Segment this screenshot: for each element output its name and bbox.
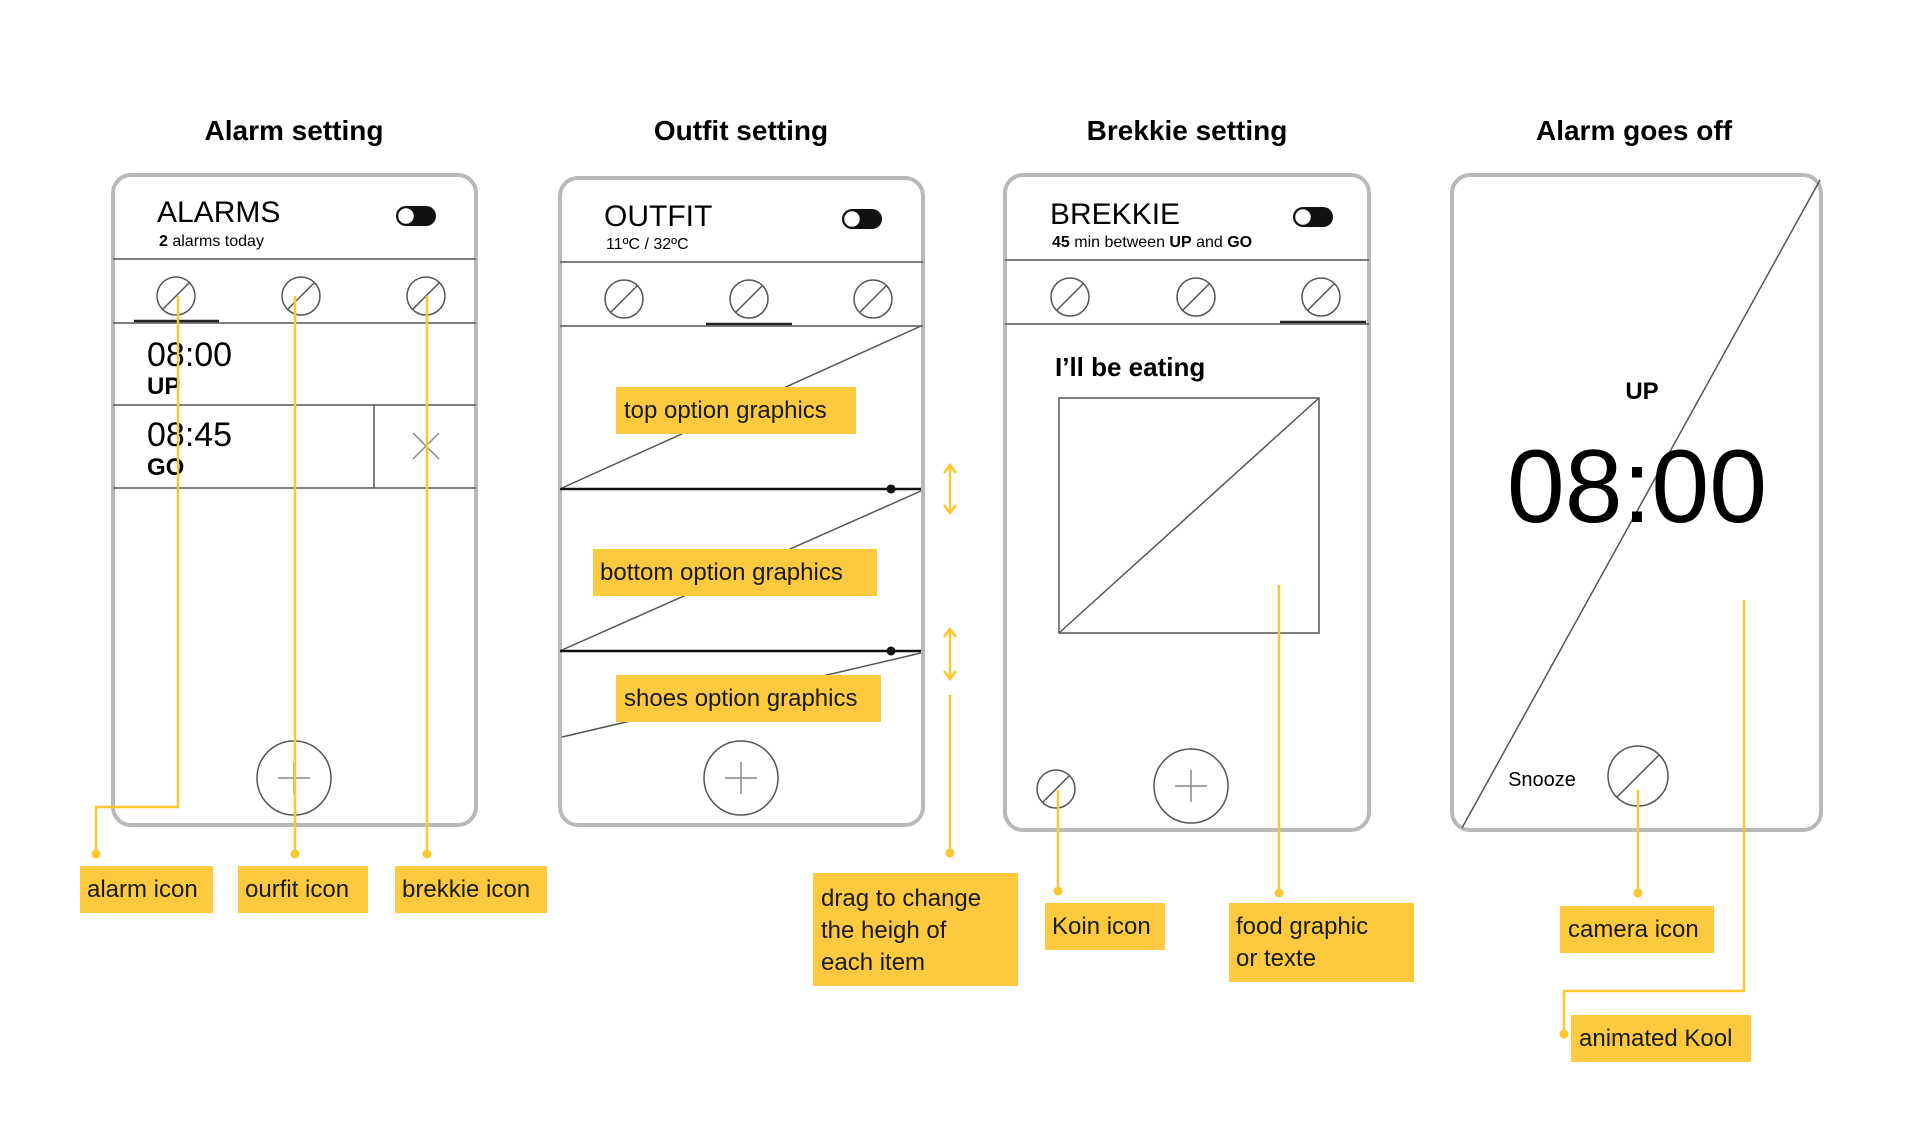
phone-frame	[1450, 173, 1823, 832]
annotation-text: or texte	[1236, 945, 1316, 972]
food-graphic-placeholder	[1058, 397, 1320, 634]
brekkie-subtitle: 45 min between UP and GO	[1052, 234, 1252, 251]
alarm-icon[interactable]	[156, 276, 196, 316]
phone-alarm-goes-off: UP 08:00 Snooze	[1450, 173, 1823, 832]
subtitle-and: and	[1192, 234, 1228, 251]
annotation-animated-kool: animated Kool	[1571, 1015, 1751, 1062]
alarms-subtitle: 2 alarms today	[159, 233, 264, 250]
annotation-bottom-option: bottom option graphics	[593, 549, 877, 596]
annotation-leaders	[91, 296, 1746, 1039]
outfit-title: OUTFIT	[604, 200, 712, 233]
phone-frame	[558, 176, 925, 827]
drag-arrow-2	[943, 626, 957, 682]
column-title-brekkie-setting: Brekkie setting	[1087, 115, 1288, 146]
annotation-text: bottom option graphics	[600, 559, 843, 586]
animated-kool-placeholder	[1461, 179, 1821, 829]
annotation-camera-icon: camera icon	[1560, 906, 1714, 953]
alarm-count-suffix: alarms today	[168, 233, 264, 250]
alarm-count: 2	[159, 233, 168, 250]
column-title-alarm-setting: Alarm setting	[205, 115, 384, 146]
eating-heading: I’ll be eating	[1055, 352, 1205, 382]
annotation-text: camera icon	[1568, 916, 1699, 943]
outfit-icon[interactable]	[1176, 277, 1216, 317]
annotation-food-graphic: food graphic or texte	[1229, 903, 1414, 982]
phone-outfit-setting: OUTFIT 11ºC / 32ºC	[558, 176, 925, 827]
subtitle-go: GO	[1227, 234, 1252, 251]
subtitle-up: UP	[1169, 234, 1192, 251]
drag-handle-2[interactable]	[886, 646, 896, 656]
annotation-text: brekkie icon	[402, 876, 530, 903]
phone-brekkie-setting: BREKKIE 45 min between UP and GO I’ll be…	[1003, 173, 1371, 832]
column-title-alarm-goes-off: Alarm goes off	[1536, 115, 1733, 146]
alarm-icon[interactable]	[604, 279, 644, 319]
alarm-icon[interactable]	[1050, 277, 1090, 317]
annotation-text: drag to change	[821, 885, 981, 912]
alarm-label: UP	[147, 373, 180, 400]
annotation-drag: drag to change the heigh of each item	[813, 873, 1018, 986]
outfit-icon[interactable]	[729, 279, 769, 319]
column-title-outfit-setting: Outfit setting	[654, 115, 828, 146]
annotation-alarm-icon: alarm icon	[80, 866, 213, 913]
annotation-koin-icon: Koin icon	[1045, 903, 1165, 950]
add-food-button[interactable]	[1153, 748, 1229, 824]
outfit-icon[interactable]	[281, 276, 321, 316]
temperature-range: 11ºC / 32ºC	[606, 236, 689, 253]
alarms-toggle[interactable]	[396, 206, 436, 226]
brekkie-icon[interactable]	[853, 279, 893, 319]
annotation-brekkie-icon: brekkie icon	[395, 866, 547, 913]
alarm-time: 08:00	[147, 336, 232, 374]
annotation-top-option: top option graphics	[616, 387, 856, 434]
alarm-row-up[interactable]: 08:00 UP	[147, 336, 232, 400]
alarms-title: ALARMS	[157, 196, 280, 229]
annotation-text: Koin icon	[1052, 913, 1151, 940]
alarm-time: 08:45	[147, 416, 232, 454]
drag-handle-1[interactable]	[886, 484, 896, 494]
annotation-text: food graphic	[1236, 913, 1368, 940]
annotation-text: top option graphics	[624, 397, 827, 424]
annotation-text: each item	[821, 949, 925, 976]
annotation-outfit-icon: ourfit icon	[238, 866, 368, 913]
annotation-shoes-option: shoes option graphics	[616, 675, 881, 722]
snooze-button[interactable]: Snooze	[1508, 769, 1576, 791]
subtitle-text: min between	[1070, 234, 1170, 251]
drag-arrow-1	[943, 462, 957, 516]
annotation-text: the heigh of	[821, 917, 947, 944]
koin-icon[interactable]	[1036, 769, 1076, 809]
alarm-big-time: 08:00	[1507, 429, 1767, 545]
alarm-row-go[interactable]: 08:45 GO	[147, 416, 232, 481]
outfit-toggle[interactable]	[842, 209, 882, 229]
annotation-text: animated Kool	[1579, 1025, 1732, 1052]
alarm-label: UP	[1625, 378, 1658, 405]
annotation-text: ourfit icon	[245, 876, 349, 903]
minutes-value: 45	[1052, 234, 1070, 251]
add-outfit-button[interactable]	[703, 740, 779, 816]
brekkie-title: BREKKIE	[1050, 198, 1180, 231]
annotation-text: shoes option graphics	[624, 685, 857, 712]
brekkie-toggle[interactable]	[1293, 207, 1333, 227]
brekkie-icon[interactable]	[1301, 277, 1341, 317]
annotation-text: alarm icon	[87, 876, 198, 903]
